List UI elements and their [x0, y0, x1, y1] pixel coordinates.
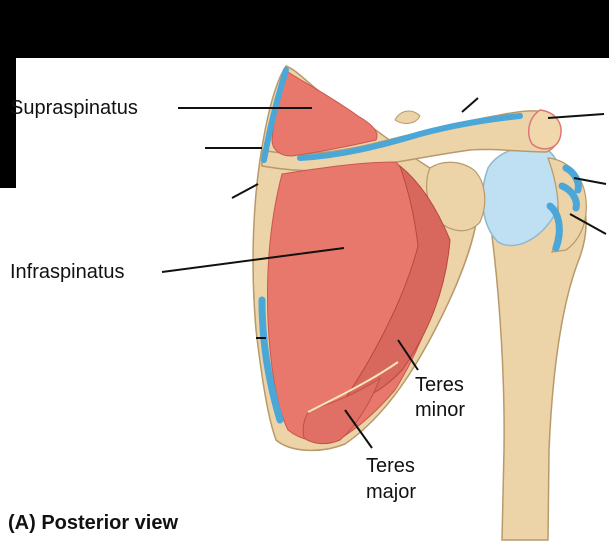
- teres-major-leader: [344, 409, 373, 449]
- teres-minor-label-line2: minor: [415, 399, 466, 421]
- teres-major-label-line2: major: [366, 481, 417, 503]
- leader-right-1: [547, 113, 605, 119]
- leader-right-2: [573, 177, 607, 185]
- teres-major-muscle: [302, 376, 382, 445]
- spine-attachment: [297, 113, 523, 161]
- teres-major-label-line1: Teres: [366, 455, 415, 477]
- leader-left-2: [231, 183, 259, 199]
- leader-top: [461, 97, 479, 113]
- supraspinatus-label: Supraspinatus: [10, 97, 138, 119]
- redaction-bar-1: [0, 0, 440, 34]
- infraspinatus-leader: [161, 247, 345, 273]
- muscle-divider: [307, 361, 399, 413]
- teres-minor-label-line1: Teres: [415, 374, 464, 396]
- coracoid: [394, 110, 421, 124]
- figure-caption: (A) Posterior view: [8, 512, 179, 534]
- acromion-tip: [527, 109, 562, 150]
- supraspinatus-muscle: [271, 71, 378, 157]
- redaction-bar-2: [0, 34, 472, 58]
- infraspinatus-label: Infraspinatus: [10, 261, 125, 283]
- redaction-block-left: [0, 58, 16, 188]
- teres-minor-leader: [397, 339, 419, 371]
- leader-right-3: [569, 213, 607, 235]
- redaction-bar-3: [545, 0, 609, 27]
- inferior-border-attachment: [258, 296, 284, 424]
- medial-border-attachment: [261, 67, 289, 163]
